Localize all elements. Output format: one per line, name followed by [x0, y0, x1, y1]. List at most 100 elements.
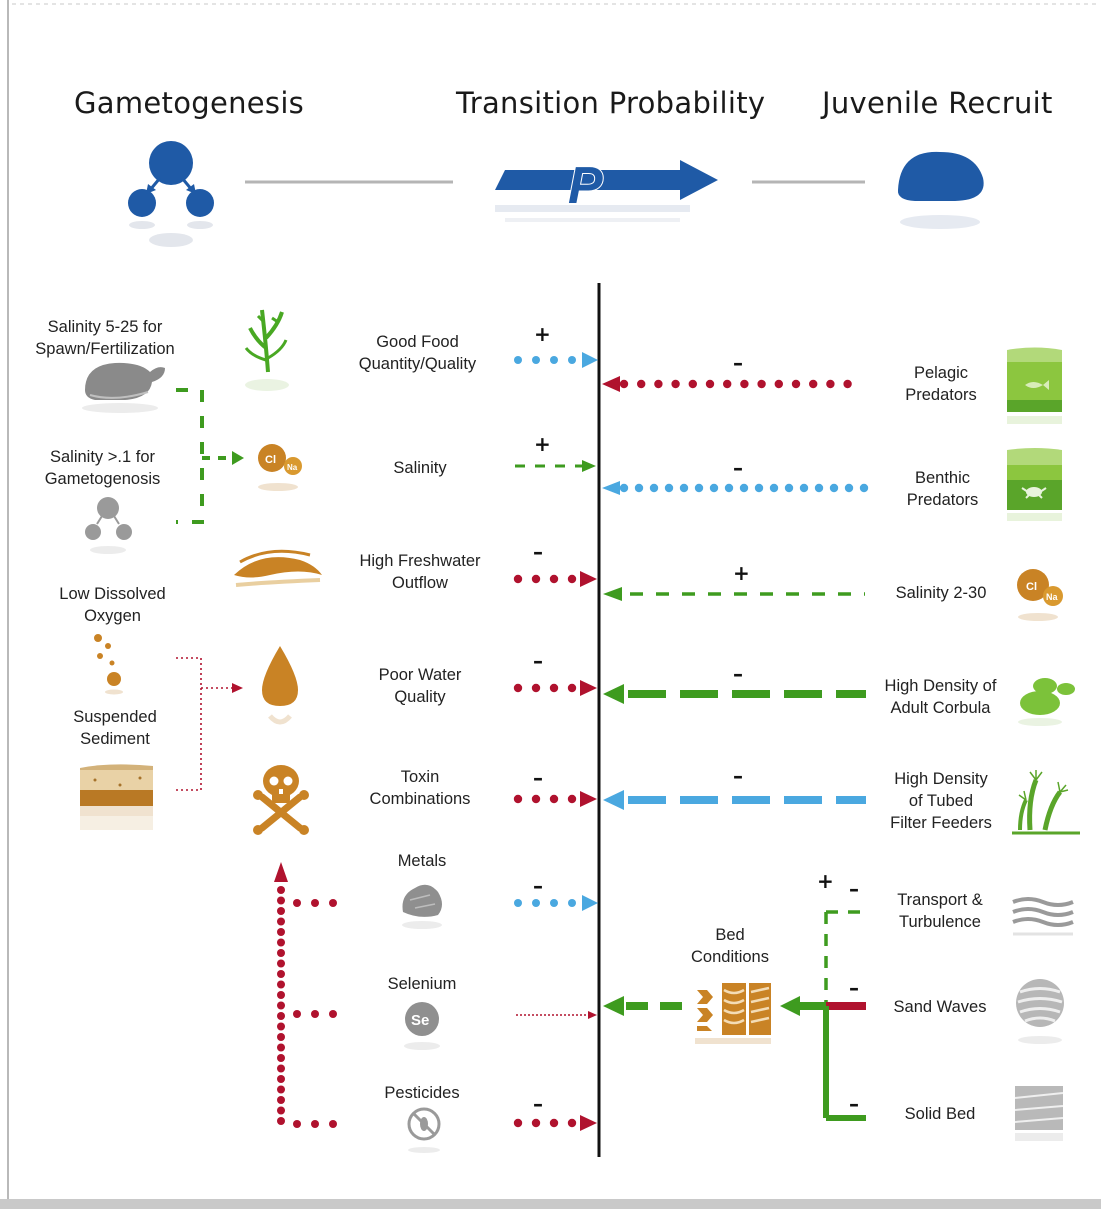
oxygen-bubbles-icon: [94, 634, 123, 695]
benthic-dot: [754, 483, 764, 493]
sign-toxin: –: [533, 766, 543, 790]
metals-arrow: [582, 895, 598, 911]
pesticide-icon: [407, 1107, 441, 1153]
pelagic-dot: [705, 379, 715, 389]
benthic-dot: [799, 483, 809, 493]
pelagic-dot: [843, 379, 852, 389]
water-quality-dot: [549, 683, 559, 693]
label-selenium: Selenium: [387, 975, 457, 993]
sign-benthic: –: [733, 456, 743, 480]
clam-icon: [82, 362, 165, 413]
toxin-tree-dot: [277, 907, 285, 915]
sand-waves-icon: [1016, 979, 1064, 1044]
metals-dot: [568, 899, 576, 907]
toxin-arrow: [580, 791, 597, 807]
selenium-branch-dot: [293, 1010, 301, 1018]
sign-salinity-left: +: [534, 432, 551, 456]
benthic-dot: [679, 483, 689, 493]
p-symbol: P: [568, 157, 603, 215]
transition-arrow-icon: [495, 160, 718, 222]
label-sand-waves: Sand Waves: [893, 998, 987, 1016]
food-dot: [514, 356, 522, 364]
tubed-filter-feeders-icon: [1012, 770, 1080, 835]
benthic-dot: [619, 483, 629, 493]
salinity-arrow: [515, 460, 596, 472]
metals-dot: [532, 899, 540, 907]
food-dot: [568, 356, 576, 364]
sign-sand-waves: –: [849, 976, 859, 1000]
toxin-tree-dot: [277, 991, 285, 999]
pelagic-dot: [791, 379, 801, 389]
water-quality-arrow: [580, 680, 597, 696]
bed-conditions-icon: [695, 983, 771, 1044]
selenium-icon: Se: [404, 1002, 440, 1050]
bottom-border: [0, 1199, 1101, 1209]
food-algae-icon: [244, 309, 289, 391]
benthic-predators-icon: [1007, 448, 1062, 521]
toxin-tree-arrow: [274, 862, 288, 882]
sign-freshwater: –: [533, 540, 543, 564]
bed-input-tree: [780, 910, 866, 1121]
selenium-branch-dot: [329, 1010, 337, 1018]
pesticides-arrow: [580, 1115, 597, 1131]
metals-branch-dot: [293, 899, 301, 907]
toxin-tree-dot: [277, 949, 285, 957]
toxin-tree-dot: [277, 1043, 285, 1052]
pelagic-dot: [826, 379, 835, 389]
dotted-arrows: [277, 356, 869, 1128]
pelagic-dot: [637, 379, 646, 389]
toxin-tree-dot: [277, 917, 285, 926]
toxin-tree-dot: [277, 1106, 285, 1115]
benthic-dot: [844, 483, 854, 493]
salinity-bracket-arrow: [176, 388, 244, 524]
pelagic-arrow: [602, 376, 620, 392]
toxin-tree-dot: [277, 959, 285, 968]
toxin-tree-dot: [277, 1022, 285, 1031]
sediment-icon: [80, 764, 153, 830]
pelagic-predators-icon: [1007, 347, 1062, 424]
gray-gametogenesis-icon: [85, 497, 132, 554]
pelagic-dot: [774, 379, 783, 389]
water-quality-dot: [513, 683, 523, 693]
toxin-tree-dot: [277, 938, 285, 947]
water-quality-dot: [567, 683, 577, 693]
corbula-arrow: [603, 684, 866, 704]
toxin-tree-dot: [277, 928, 285, 936]
pesticides-branch-dot: [293, 1120, 301, 1128]
toxin-tree-dot: [277, 1054, 285, 1062]
selenium-arrow: [516, 1011, 597, 1019]
sign-solid-bed: –: [849, 1092, 859, 1116]
benthic-dot: [694, 483, 704, 493]
sign-pesticides: –: [533, 1092, 543, 1116]
sign-transport-plus: +: [817, 869, 834, 893]
label-salinity: Salinity: [393, 459, 447, 477]
transport-turbulence-icon: [1012, 897, 1074, 936]
sign-food: +: [534, 322, 551, 346]
food-dot: [532, 356, 540, 364]
freshwater-outflow-icon: [234, 549, 322, 587]
sign-corbula: –: [733, 662, 743, 686]
gametogenesis-icon: [128, 141, 214, 247]
benthic-dot: [649, 483, 659, 493]
food-arrow: [582, 352, 598, 368]
benthic-dot: [634, 483, 644, 493]
toxin-dot: [531, 794, 541, 804]
salt-icon-right: Cl Na: [1017, 569, 1063, 621]
svg-text:Cl: Cl: [1026, 581, 1037, 593]
pesticides-dot: [531, 1118, 541, 1128]
svg-text:Na: Na: [1046, 592, 1058, 602]
label-pesticides: Pesticides: [384, 1084, 460, 1102]
label-metals: Metals: [397, 852, 447, 870]
label-transport-turbulence: Transport &Turbulence: [897, 891, 983, 931]
label-solid-bed: Solid Bed: [904, 1105, 976, 1123]
water-drop-icon: [262, 646, 298, 725]
toxin-tree-dot: [277, 1117, 285, 1125]
